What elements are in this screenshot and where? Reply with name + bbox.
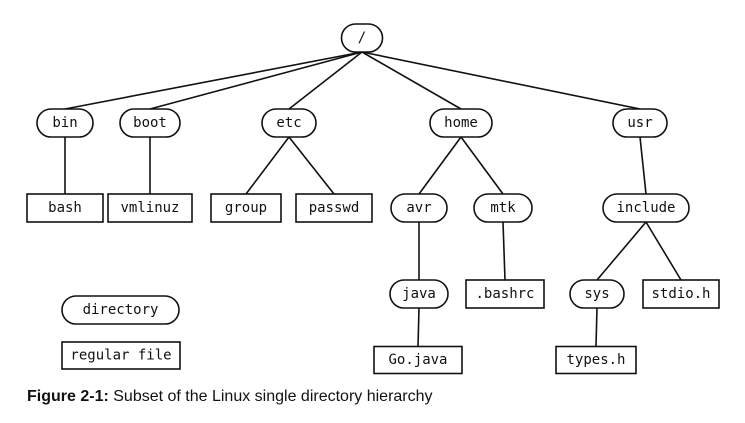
node-label: stdio.h (651, 286, 710, 302)
node-label: sys (584, 286, 609, 302)
node-label: types.h (566, 352, 625, 368)
node-label: avr (406, 200, 431, 216)
edge-etc-group (245, 136, 290, 195)
directory-node-include: include (602, 193, 690, 223)
edge-root-boot (149, 51, 363, 110)
directory-node-home: home (429, 108, 493, 138)
directory-node-sys: sys (569, 279, 625, 309)
tree-nodes: / bin boot etc home usr bash vmlinuz group passwd… (26, 23, 720, 375)
edge-home-avr (418, 136, 462, 195)
node-label: bin (52, 115, 77, 131)
legend-file: regular file (61, 341, 181, 370)
directory-shape (119, 108, 181, 138)
legend-directory: directory (61, 295, 180, 325)
directory-shape (36, 108, 94, 138)
directory-node-boot: boot (119, 108, 181, 138)
directory-shape (340, 23, 384, 53)
directory-shape (261, 108, 317, 138)
tree-edges (64, 51, 682, 347)
file-shape (373, 345, 463, 375)
legend-directory-shape (61, 295, 180, 325)
directory-node-mtk: mtk (473, 193, 533, 223)
directory-node-usr: usr (612, 108, 668, 138)
node-label: .bashrc (475, 286, 534, 302)
node-label: java (402, 286, 436, 302)
node-label: bash (48, 200, 82, 216)
directory-shape (612, 108, 668, 138)
node-label: home (444, 115, 478, 131)
node-label: boot (133, 115, 167, 131)
edge-root-bin (64, 51, 363, 110)
legend-file-shape (61, 341, 181, 370)
edge-root-etc (288, 51, 363, 110)
edge-usr-include (639, 136, 647, 195)
figure-caption-text: Subset of the Linux single directory hie… (108, 388, 433, 405)
node-label: passwd (309, 200, 360, 216)
edge-include-stdio (645, 221, 682, 281)
figure-number: Figure 2-1: (27, 388, 109, 405)
file-shape (107, 193, 193, 223)
directory-node-root: / (340, 23, 384, 53)
file-node-bashrc: .bashrc (465, 279, 545, 309)
directory-shape (429, 108, 493, 138)
legend-directory-label: directory (83, 302, 159, 318)
file-node-types: types.h (555, 345, 637, 375)
file-node-gojava: Go.java (373, 345, 463, 375)
node-label: vmlinuz (120, 200, 179, 216)
edge-java-gojava (417, 307, 420, 347)
node-label: mtk (490, 200, 516, 216)
file-shape (555, 345, 637, 375)
directory-node-etc: etc (261, 108, 317, 138)
node-label: group (225, 200, 267, 216)
edge-etc-passwd (288, 136, 335, 195)
directory-shape (389, 279, 449, 309)
file-shape (642, 279, 720, 309)
directory-node-avr: avr (390, 193, 448, 223)
figure-caption: Figure 2-1: Subset of the Linux single d… (27, 388, 433, 406)
directory-shape (390, 193, 448, 223)
node-label: include (616, 200, 675, 216)
directory-node-bin: bin (36, 108, 94, 138)
node-label: etc (276, 115, 301, 131)
file-node-vmlinuz: vmlinuz (107, 193, 193, 223)
file-shape (26, 193, 104, 223)
file-shape (465, 279, 545, 309)
file-node-stdio: stdio.h (642, 279, 720, 309)
directory-shape (602, 193, 690, 223)
edge-include-sys (596, 221, 647, 281)
file-shape (295, 193, 373, 223)
node-label: usr (627, 115, 652, 131)
edge-home-mtk (460, 136, 504, 195)
file-node-passwd: passwd (295, 193, 373, 223)
file-node-group: group (210, 193, 282, 223)
directory-node-java: java (389, 279, 449, 309)
node-label: Go.java (388, 352, 447, 368)
directory-shape (569, 279, 625, 309)
directory-shape (473, 193, 533, 223)
edge-root-home (361, 51, 462, 110)
file-shape (210, 193, 282, 223)
edge-mtk-bashrc (502, 221, 506, 281)
legend-file-label: regular file (70, 348, 171, 364)
node-label: / (358, 30, 366, 46)
file-node-bash: bash (26, 193, 104, 223)
edge-root-usr (361, 51, 641, 110)
edge-sys-types (595, 307, 598, 347)
legend: directory regular file (61, 295, 181, 370)
